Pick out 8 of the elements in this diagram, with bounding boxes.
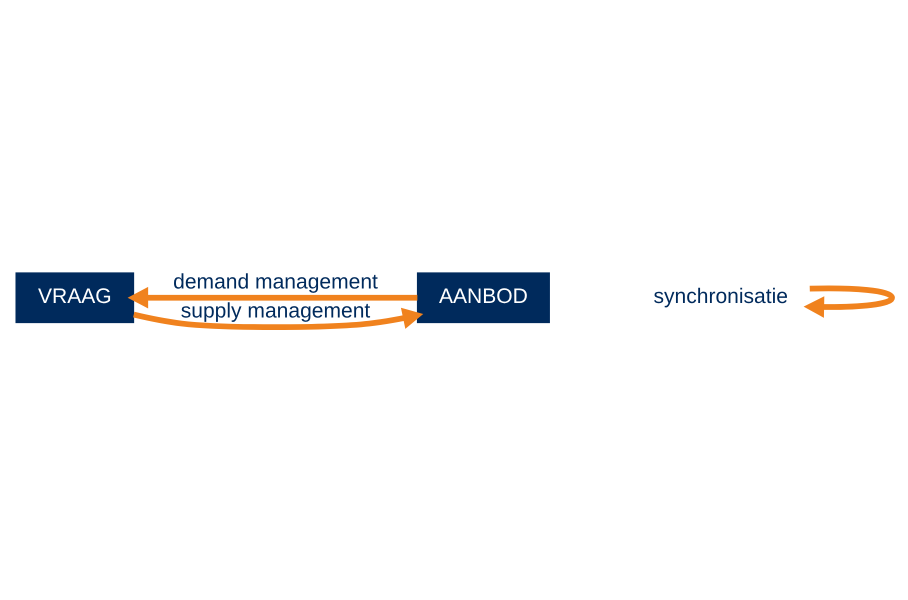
- edge-label: supply management: [180, 299, 370, 322]
- node-text: synchronisatie: [653, 285, 788, 308]
- arrow: [128, 286, 418, 308]
- arrow: [133, 308, 424, 330]
- edge-label: demand management: [173, 270, 378, 294]
- node-box: VRAAG: [15, 272, 134, 324]
- arrow: [804, 286, 895, 318]
- node-box: AANBOD: [416, 272, 550, 324]
